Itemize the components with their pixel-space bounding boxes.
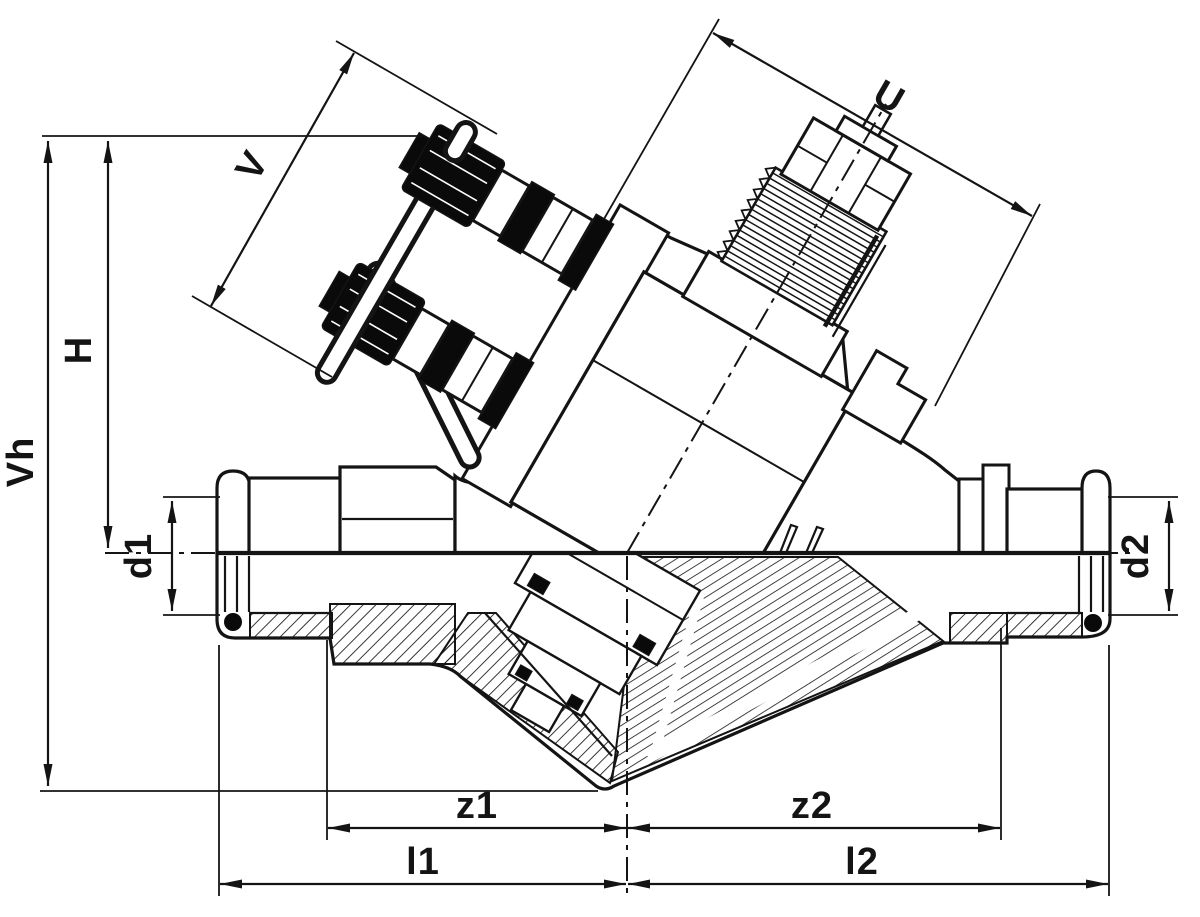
dimension-lines xyxy=(43,32,1174,889)
bore-detail-lines xyxy=(223,556,1105,757)
extension-lines xyxy=(40,18,1178,896)
label-l2: l2 xyxy=(845,841,879,883)
label-d1: d1 xyxy=(118,533,160,579)
section-relief-stripes xyxy=(644,593,929,763)
dim-u xyxy=(712,32,1033,217)
o-ring-right xyxy=(1084,614,1102,632)
label-z2: z2 xyxy=(791,785,833,827)
side-tab xyxy=(840,348,928,446)
upper-strap-tip xyxy=(442,120,478,164)
left-socket xyxy=(247,476,343,555)
valve-upper-assembly xyxy=(314,103,928,627)
label-vh: Vh xyxy=(0,437,42,488)
dimensions xyxy=(40,18,1178,896)
section-bottom-half xyxy=(215,553,1112,791)
right-press-bead xyxy=(1080,469,1112,555)
measuring-port-upper xyxy=(398,124,615,292)
right-step-collar xyxy=(957,477,987,555)
label-l1: l1 xyxy=(406,841,440,883)
dim-v xyxy=(210,52,355,307)
right-bore-clear xyxy=(950,554,1082,612)
label-v: V xyxy=(228,144,278,188)
left-body-block xyxy=(338,465,457,555)
label-d2: d2 xyxy=(1115,533,1157,579)
o-ring-left xyxy=(224,613,242,631)
left-press-bead xyxy=(215,469,252,555)
right-socket xyxy=(1005,487,1086,555)
internal-cartridge xyxy=(506,553,702,734)
label-z1: z1 xyxy=(456,785,498,827)
right-collar xyxy=(981,463,1011,555)
label-h: H xyxy=(58,336,100,364)
